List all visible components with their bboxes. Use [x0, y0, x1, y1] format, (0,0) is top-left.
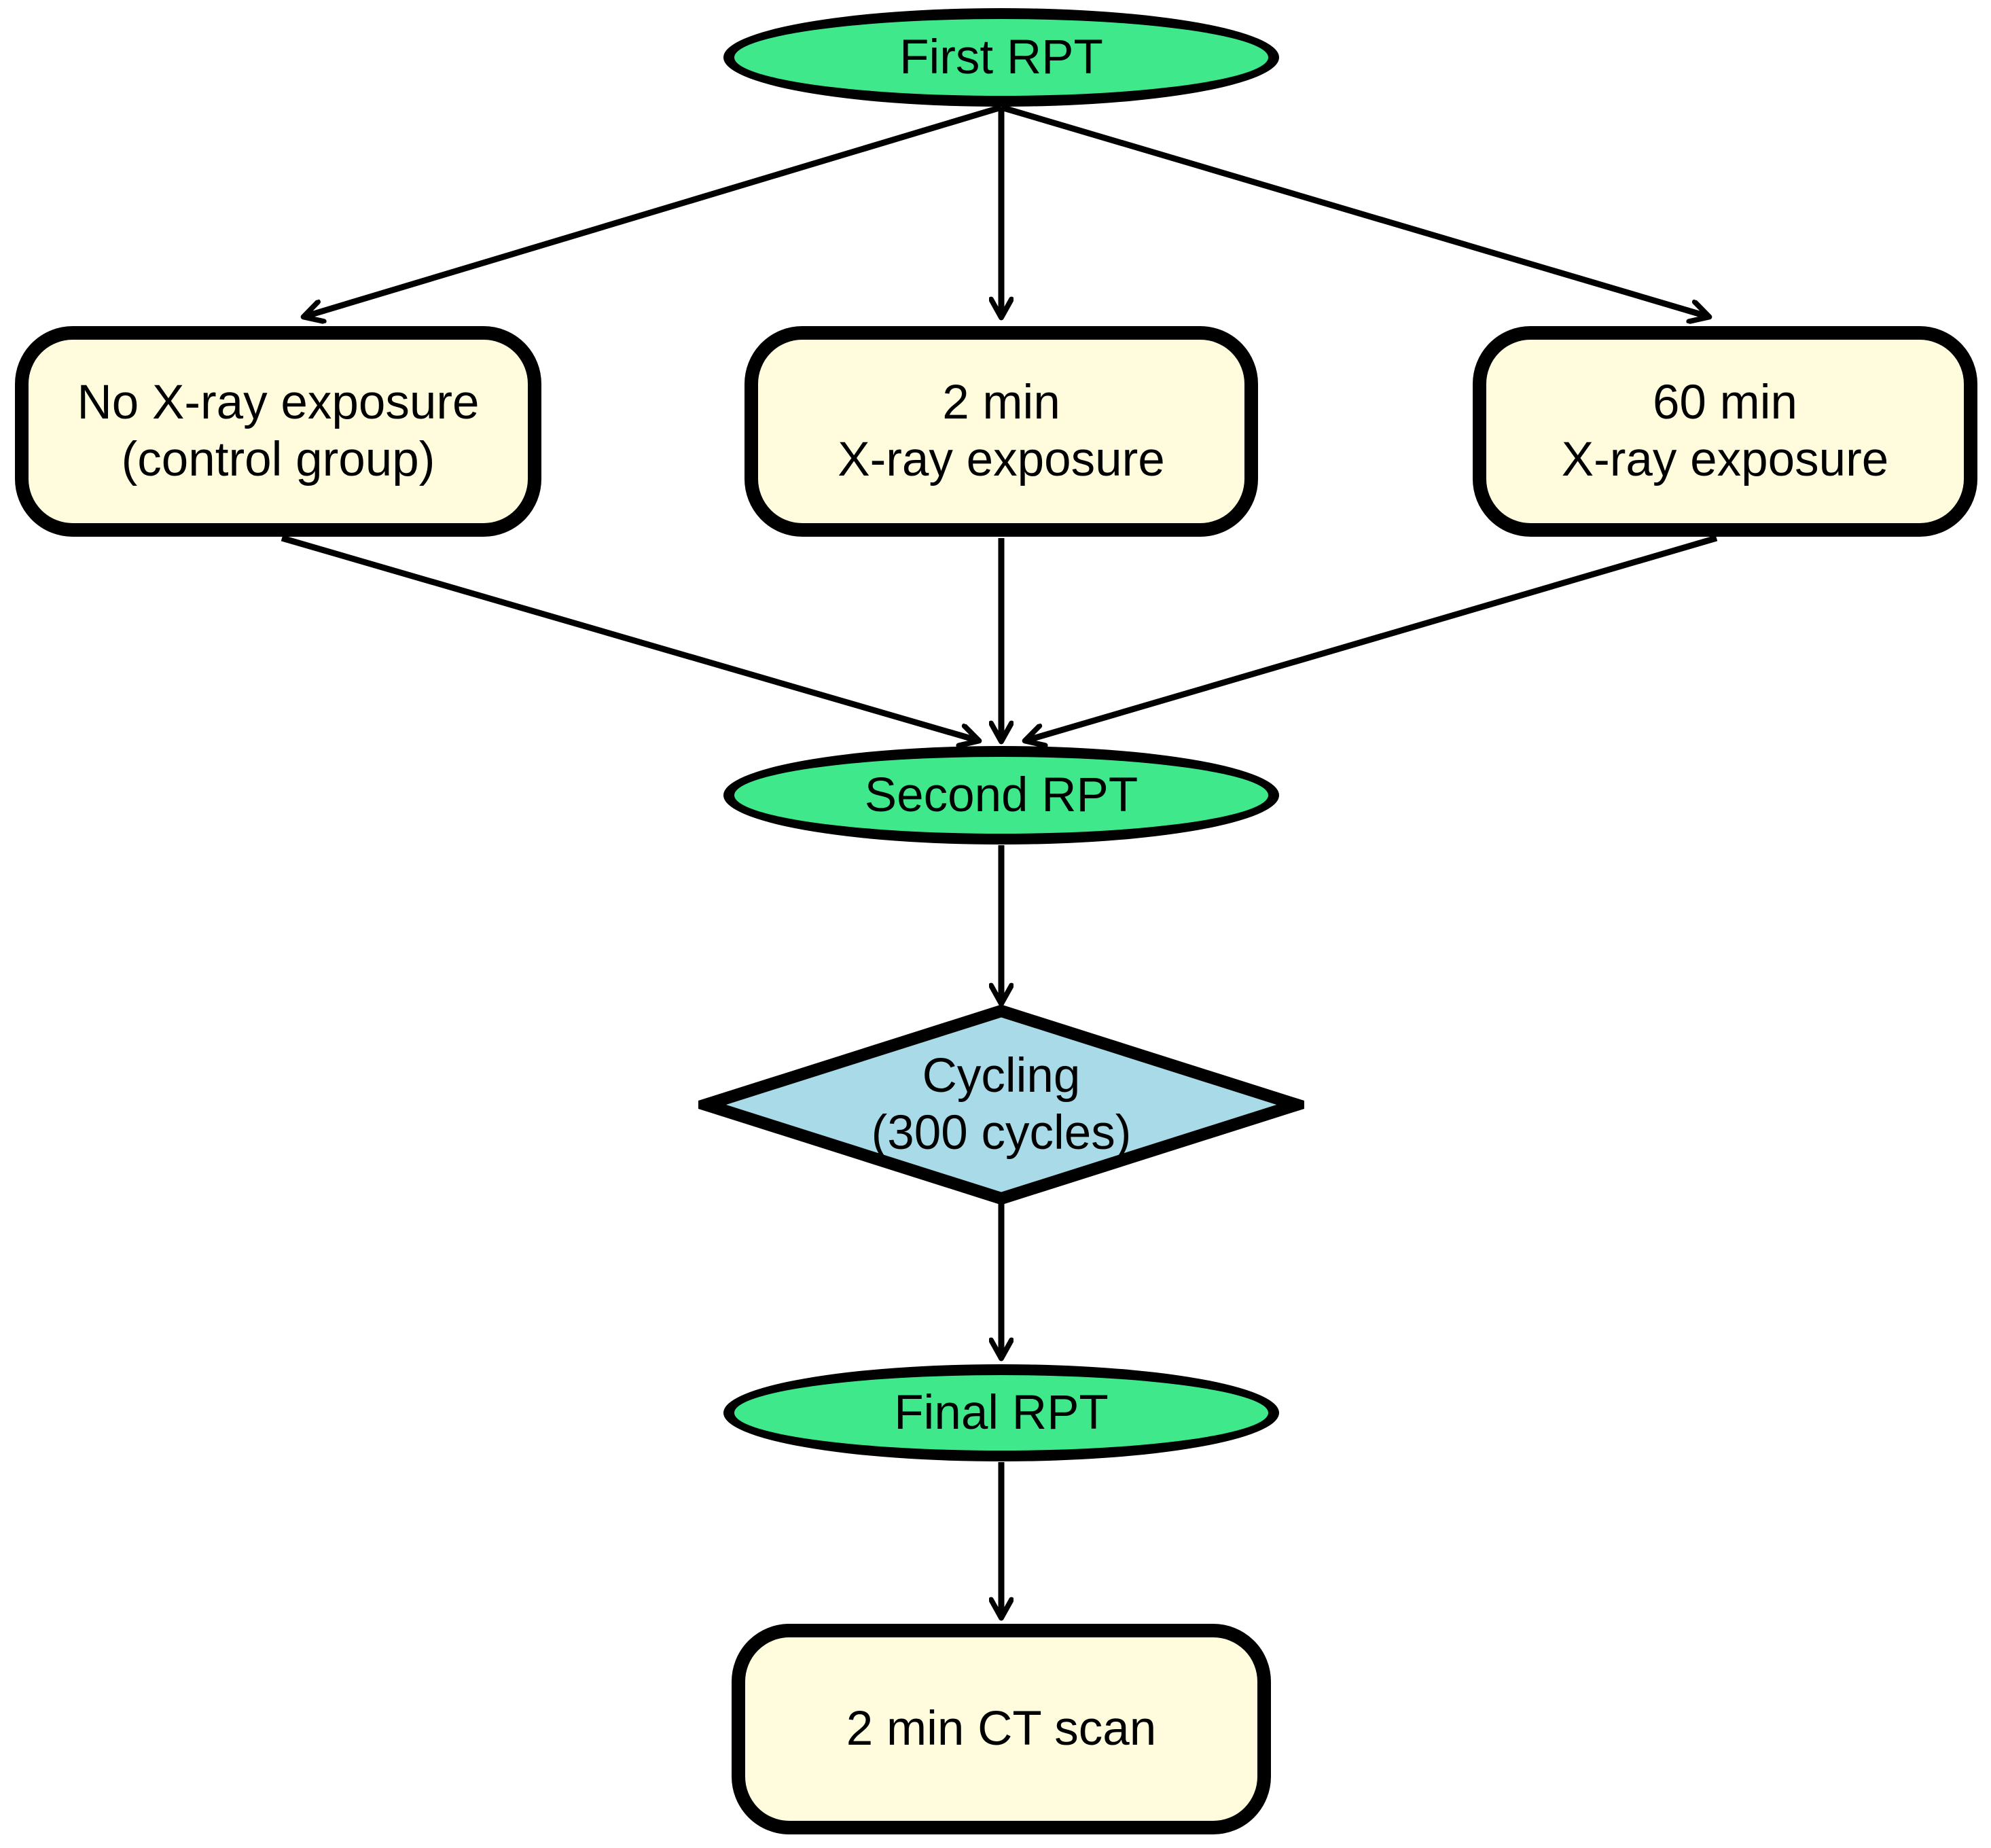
- node-first-rpt: First RPT: [723, 8, 1279, 107]
- node-2min-xray-exposure: 2 min X-ray exposure: [745, 326, 1258, 537]
- node-60min-xray-exposure-label-line2: X-ray exposure: [1561, 433, 1889, 486]
- node-no-xray-exposure-label-line1: No X-ray exposure: [77, 376, 480, 429]
- node-cycling-label-line1: Cycling: [922, 1049, 1081, 1103]
- edge-first-rpt-to-no-xray: [304, 104, 1003, 317]
- diamond-outline: [698, 1004, 1304, 1205]
- node-no-xray-exposure-label-line2: (control group): [121, 433, 435, 486]
- edge-first-rpt-to-xray-60min: [1000, 104, 1708, 317]
- node-ct-scan-label: 2 min CT scan: [846, 1702, 1157, 1756]
- node-2min-xray-exposure-label-line2: X-ray exposure: [838, 433, 1165, 486]
- node-cycling: Cycling (300 cycles): [698, 1004, 1304, 1205]
- node-ct-scan: 2 min CT scan: [732, 1624, 1271, 1834]
- edge-xray-60min-to-second-rpt: [1026, 535, 1718, 741]
- edge-no-xray-to-second-rpt: [281, 535, 978, 741]
- node-cycling-label-line2: (300 cycles): [871, 1106, 1132, 1160]
- diamond-shape: [698, 1004, 1304, 1205]
- node-60min-xray-exposure-label-line1: 60 min: [1652, 376, 1798, 429]
- node-final-rpt-label: Final RPT: [894, 1385, 1109, 1440]
- node-no-xray-exposure: No X-ray exposure (control group): [15, 326, 541, 537]
- node-second-rpt: Second RPT: [723, 746, 1279, 845]
- node-second-rpt-label: Second RPT: [864, 768, 1138, 822]
- node-2min-xray-exposure-label-line1: 2 min: [942, 376, 1060, 429]
- node-first-rpt-label: First RPT: [899, 30, 1103, 84]
- node-final-rpt: Final RPT: [723, 1364, 1279, 1461]
- node-60min-xray-exposure: 60 min X-ray exposure: [1473, 326, 1977, 537]
